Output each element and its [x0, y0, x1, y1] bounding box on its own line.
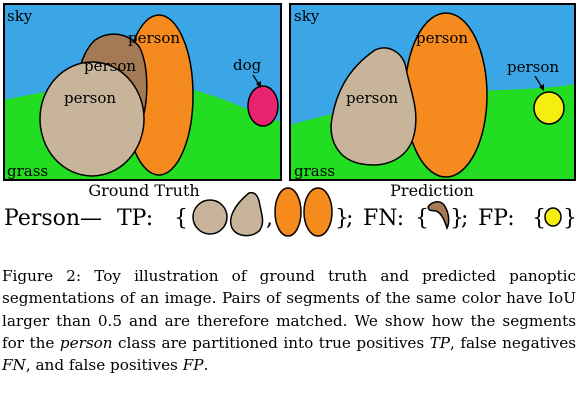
caption-emphasis-person: person: [59, 333, 113, 352]
eq-tp-semicolon: ;: [346, 206, 353, 231]
eq-tp-gt-person-gray-icon: [192, 199, 228, 235]
caption-tp: TP: [429, 333, 451, 352]
eq-fn-semicolon: ;: [461, 206, 468, 231]
prediction-panel: sky grass person person person: [290, 4, 575, 180]
caption-label: Figure 2:: [2, 267, 82, 285]
gt-person-orange-label: person: [128, 29, 180, 47]
pred-person-gray-label: person: [346, 89, 398, 107]
gt-person-gray-label: person: [64, 89, 116, 107]
caption-text-4: , and false positives: [25, 356, 183, 375]
pred-person-gray: [330, 47, 417, 166]
pred-yellow-arrowhead-icon: [539, 84, 544, 91]
caption-text-3: , false negatives: [450, 333, 576, 352]
ground-truth-frame: [3, 3, 282, 181]
caption-fn: FN: [2, 356, 26, 375]
eq-fn-gt-person-brown-icon: [427, 201, 450, 230]
eq-tp-open-brace: {: [174, 206, 188, 231]
eq-tp-comma: ,: [266, 206, 273, 231]
eq-dash: —: [80, 206, 102, 231]
gt-dog-label: dog: [233, 56, 262, 74]
eq-fp-label: FP:: [478, 206, 515, 231]
eq-fp-close-brace: }: [563, 206, 577, 231]
pred-person-orange-label: person: [416, 29, 468, 47]
eq-class-name: Person: [4, 206, 80, 231]
caption-text-1: Toy illustration of ground truth and pre…: [2, 267, 576, 352]
ground-truth-title: Ground Truth: [88, 181, 199, 200]
pred-sky-label: sky: [294, 7, 320, 25]
caption-text-5: .: [203, 356, 209, 375]
prediction-title: Prediction: [390, 181, 474, 200]
caption-fp: FP: [182, 356, 204, 375]
eq-fn-open-brace: {: [415, 206, 429, 231]
gt-dog: [247, 85, 279, 127]
eq-fn-label: FN:: [363, 206, 404, 231]
gt-dog-arrowhead-icon: [256, 81, 261, 88]
pred-person-yellow-label: person: [507, 58, 559, 76]
caption-text-2: class are partitioned into true positive…: [112, 333, 430, 352]
pred-person-yellow: [533, 91, 565, 125]
ground-truth-panel: sky grass person person person dog: [4, 4, 281, 180]
gt-person-gray: [39, 61, 145, 177]
gt-sky-label: sky: [7, 7, 33, 25]
eq-fn-close-brace: }: [450, 206, 464, 231]
eq-tp-pred-person-gray-icon: [229, 191, 264, 237]
segment-partition-equation: Person — TP: { , } ; FN: { } ; FP: { }: [4, 187, 577, 237]
prediction-frame: [289, 3, 576, 181]
gt-grass-label: grass: [7, 162, 48, 180]
pred-grass-label: grass: [294, 162, 335, 180]
eq-tp-label: TP:: [117, 206, 153, 231]
eq-tp-gt-person-orange-icon: [274, 187, 302, 237]
eq-tp-pred-person-orange-icon: [303, 187, 333, 237]
eq-tp-close-brace: }: [335, 206, 349, 231]
figure-caption: Figure 2: Toy illustration of ground tru…: [2, 265, 576, 376]
eq-fp-open-brace: {: [532, 206, 546, 231]
eq-fp-pred-person-yellow-icon: [544, 207, 562, 227]
gt-person-brown-label: person: [84, 57, 136, 75]
